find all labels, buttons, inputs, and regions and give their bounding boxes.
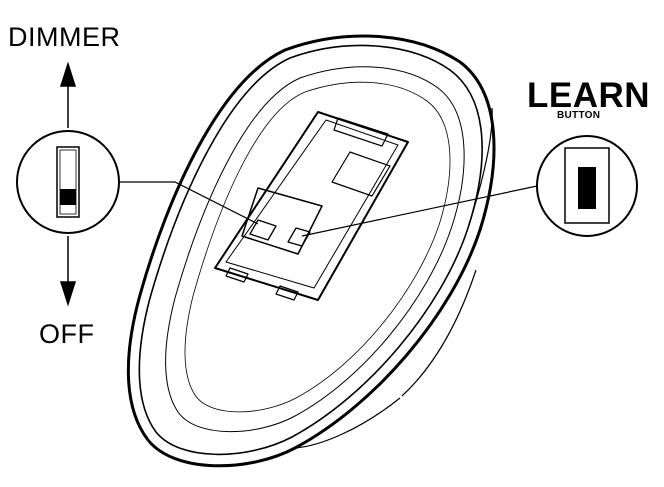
up-arrow-icon <box>59 61 77 87</box>
learn-button-key <box>578 167 596 209</box>
dimmer-slider <box>60 189 76 205</box>
learn-button-part <box>287 227 311 247</box>
remote-body <box>126 34 496 468</box>
learn-callout <box>536 135 638 237</box>
direction-arrows <box>59 61 77 307</box>
compartment-bottom-clip-right <box>275 285 299 301</box>
remote-outer-rim <box>126 34 496 468</box>
dimmer-slot <box>56 146 80 218</box>
remote-inner-face-2 <box>184 81 451 413</box>
dimmer-label: DIMMER <box>8 22 121 52</box>
dimmer-slider-track <box>59 149 77 215</box>
off-label: OFF <box>39 319 95 349</box>
learn-label: LEARN <box>527 76 651 115</box>
leader-lines <box>120 181 538 237</box>
compartment-top-tab <box>331 151 391 197</box>
down-arrow-icon <box>59 281 77 307</box>
dimmer-switch <box>249 219 277 241</box>
battery-compartment <box>214 111 409 301</box>
compartment-top-clip <box>333 117 389 147</box>
switch-housing <box>241 187 323 255</box>
remote-back-band <box>294 107 493 449</box>
dimmer-callout-circle <box>16 130 120 234</box>
learn-button-frame <box>564 147 610 224</box>
remote-rim-edge <box>138 44 483 456</box>
dimmer-callout <box>16 130 120 234</box>
button-label: BUTTON <box>557 110 601 121</box>
dimmer-leader-line <box>120 181 259 225</box>
compartment-inner-outline <box>225 119 399 289</box>
compartment-bottom-clip-left <box>225 267 249 283</box>
learn-leader-line <box>301 185 538 237</box>
remote-inner-face <box>165 66 465 433</box>
